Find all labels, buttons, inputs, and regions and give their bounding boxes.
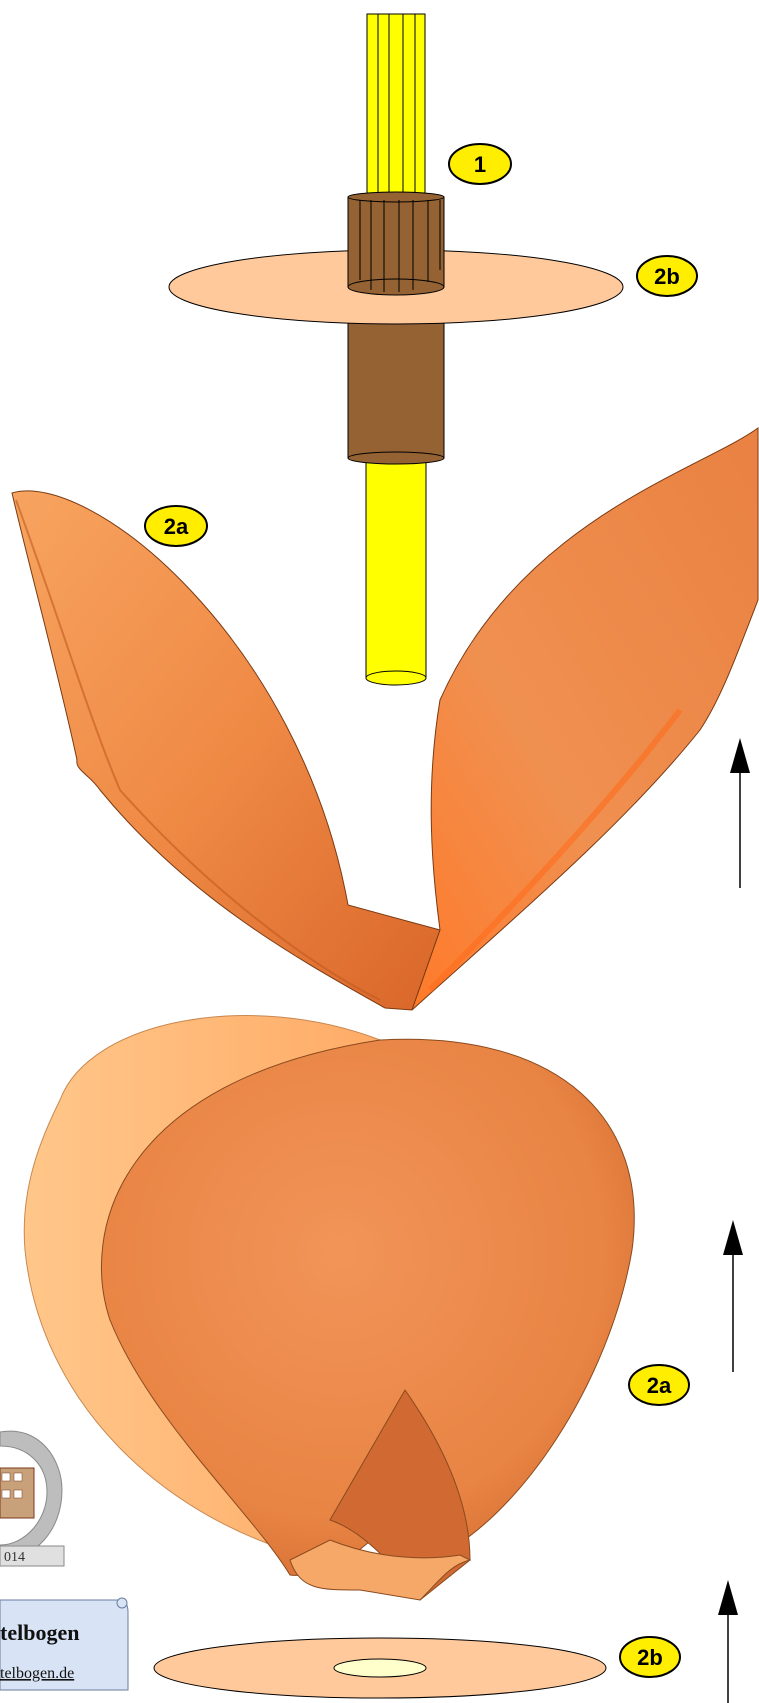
label-part-2a-top: 2a <box>145 506 207 546</box>
svg-text:2b: 2b <box>637 1645 663 1670</box>
brown-sleeve-lower <box>348 318 444 464</box>
svg-text:014: 014 <box>4 1550 25 1565</box>
brown-collar <box>348 192 444 295</box>
svg-text:telbogen.de: telbogen.de <box>0 1665 74 1682</box>
logo-scroll: telbogen telbogen.de <box>0 1598 128 1690</box>
arrow-up-1 <box>730 738 750 888</box>
svg-text:2a: 2a <box>647 1373 672 1398</box>
svg-text:2b: 2b <box>654 264 680 289</box>
label-part-2b-bottom: 2b <box>620 1637 680 1677</box>
svg-text:1: 1 <box>474 152 486 177</box>
arrow-up-3 <box>718 1580 738 1703</box>
label-part-2b-top: 2b <box>637 256 697 296</box>
label-part-2a-bottom: 2a <box>629 1365 689 1405</box>
label-part-1: 1 <box>449 144 511 184</box>
logo-seal: 014 <box>0 1431 64 1566</box>
disc-2b-bottom <box>154 1638 606 1698</box>
paper-2a-cone <box>24 1016 634 1600</box>
yellow-rod <box>366 456 426 685</box>
svg-text:telbogen: telbogen <box>0 1620 79 1645</box>
svg-text:2a: 2a <box>164 514 189 539</box>
arrow-up-2 <box>723 1220 743 1372</box>
yellow-rod-top-fluted <box>367 14 425 199</box>
